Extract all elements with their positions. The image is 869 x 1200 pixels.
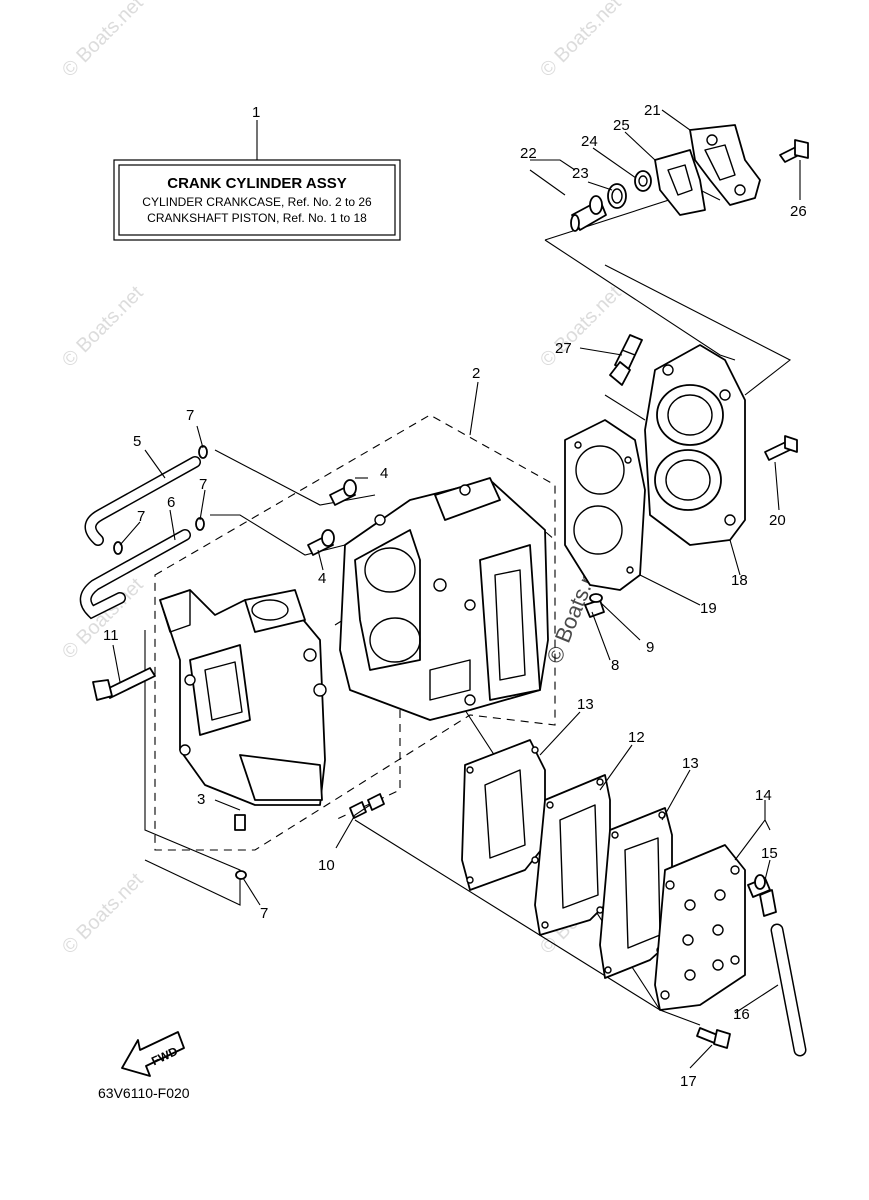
part-10-dowels: [349, 793, 385, 819]
callout-10: 10: [318, 857, 335, 874]
part-14-cover-plate: [654, 844, 746, 1011]
callout-7-mid: 7: [199, 476, 207, 493]
callout-4-lower: 4: [318, 570, 326, 587]
callout-20: 20: [769, 512, 786, 529]
callout-16: 16: [733, 1006, 750, 1023]
part-23-oil-seal: [607, 183, 627, 209]
part-5-hose: [84, 456, 201, 546]
assembly-subtitle-2: CRANKSHAFT PISTON, Ref. No. 1 to 18: [147, 211, 367, 225]
callout-8: 8: [611, 657, 619, 674]
callout-7-bottom: 7: [260, 905, 268, 922]
callout-27: 27: [555, 340, 572, 357]
part-6-hose: [79, 529, 191, 620]
part-25-gasket: [654, 149, 706, 216]
part-3-dowel: [234, 814, 246, 831]
callout-leaders: [112, 109, 801, 1069]
callout-25: 25: [613, 117, 630, 134]
part-2-cylinder-block: [339, 477, 549, 721]
part-21-cover: [689, 124, 761, 206]
callout-2: 2: [472, 365, 480, 382]
callout-22: 22: [520, 145, 537, 162]
callout-24: 24: [581, 133, 598, 150]
callout-7-left: 7: [137, 508, 145, 525]
callout-numbers: 1 2 3 4 4 5 6 7 7 7 7 8 9 10 11 12 13 13…: [103, 102, 807, 1090]
part-16-hose: [770, 923, 807, 1057]
part-12-gasket-middle: [534, 774, 611, 936]
callout-11: 11: [103, 627, 119, 644]
part-26-bolt: [779, 139, 809, 163]
callout-13-left: 13: [577, 696, 594, 713]
part-4-fitting-lower: [307, 529, 335, 556]
callout-18: 18: [731, 572, 748, 589]
callout-3: 3: [197, 791, 205, 808]
callout-23: 23: [572, 165, 589, 182]
part-8-9-plug: [584, 593, 605, 618]
forward-arrow-icon: FWD: [121, 1031, 185, 1077]
callout-26: 26: [790, 203, 807, 220]
watermark-top-right: © Boats.net: [536, 0, 626, 82]
callout-5: 5: [133, 433, 141, 450]
callout-4-upper: 4: [380, 465, 388, 482]
part-4-fitting-upper: [329, 479, 357, 506]
watermark-right-upper: © Boats.net: [536, 282, 626, 372]
watermark-left-upper: © Boats.net: [58, 282, 148, 372]
callout-1: 1: [252, 104, 260, 121]
watermark-top-left: © Boats.net: [58, 0, 148, 82]
part-15-elbow-fitting: [747, 874, 777, 917]
callout-12: 12: [628, 729, 645, 746]
callout-15: 15: [761, 845, 778, 862]
diagram-code: 63V6110-F020: [98, 1085, 190, 1101]
part-7-clips: [113, 445, 247, 880]
watermark-left-lower: © Boats.net: [58, 869, 148, 959]
callout-14: 14: [755, 787, 772, 804]
callout-9: 9: [646, 639, 654, 656]
callout-19: 19: [700, 600, 717, 617]
callout-13-right: 13: [682, 755, 699, 772]
callout-21: 21: [644, 102, 661, 119]
part-19-head-gasket: [564, 419, 646, 591]
callout-6: 6: [167, 494, 175, 511]
callout-17: 17: [680, 1073, 697, 1090]
part-20-bolt: [764, 435, 798, 461]
part-13-gasket-left: [461, 739, 546, 891]
assembly-subtitle-1: CYLINDER CRANKCASE, Ref. No. 2 to 26: [142, 195, 372, 209]
part-27-spark-plug: [609, 334, 643, 386]
part-11-bolt: [92, 667, 156, 701]
assembly-title: CRANK CYLINDER ASSY: [167, 175, 346, 192]
callout-7-top: 7: [186, 407, 194, 424]
part-17-bolt: [696, 1027, 731, 1049]
part-18-cylinder-head: [644, 344, 746, 546]
assembly-title-box: CRANK CYLINDER ASSY CYLINDER CRANKCASE, …: [113, 159, 401, 241]
part-crankcase-half: [159, 589, 327, 806]
part-24-washer: [634, 170, 652, 192]
part-22-thermostat: [570, 195, 607, 232]
